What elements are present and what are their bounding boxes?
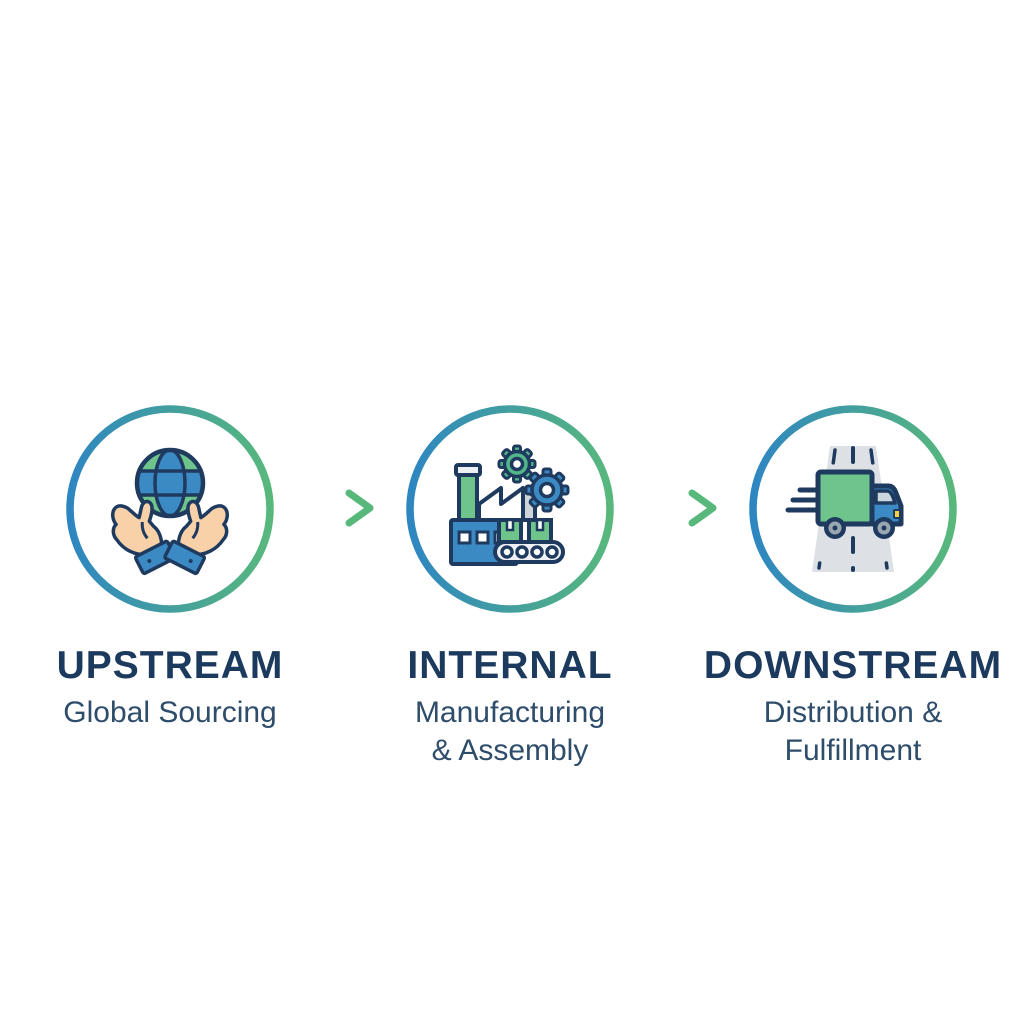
downstream-subtitle: Distribution & Fulfillment [683, 694, 1023, 769]
upstream-heading: UPSTREAM [56, 644, 284, 687]
truck [815, 469, 904, 539]
stage-internal: INTERNAL Manufacturing & Assembly [340, 403, 680, 769]
upstream-circle [64, 403, 276, 615]
rear-wheel [824, 517, 846, 539]
subtitle-line: Fulfillment [784, 733, 922, 767]
upstream-subtitle: Global Sourcing [0, 694, 340, 732]
subtitle-line: Distribution & [763, 696, 943, 729]
internal-circle [404, 403, 616, 615]
stage-upstream: UPSTREAM Global Sourcing [0, 403, 340, 732]
internal-subtitle: Manufacturing & Assembly [340, 694, 680, 769]
flow-arrow-2 [641, 489, 717, 527]
stage-downstream: DOWNSTREAM Distribution & Fulfillment [683, 403, 1023, 769]
flow-arrow-1 [298, 489, 374, 527]
hands-icon [110, 493, 235, 581]
delivery-truck-icon [749, 405, 957, 613]
downstream-circle [747, 403, 959, 615]
front-wheel [873, 517, 895, 539]
conveyor-belt [493, 540, 565, 564]
factory-chimney [454, 463, 482, 524]
subtitle-line: Manufacturing [414, 696, 606, 729]
globe-icon [134, 447, 206, 519]
gear-green-icon [497, 444, 537, 484]
internal-heading: INTERNAL [407, 644, 613, 687]
subtitle-line: Global Sourcing [63, 696, 277, 729]
gear-blue-icon [524, 467, 570, 513]
hands-globe-icon [66, 405, 274, 613]
subtitle-line: & Assembly [431, 733, 589, 767]
factory-gears-icon [406, 405, 614, 613]
downstream-heading: DOWNSTREAM [703, 644, 1003, 687]
